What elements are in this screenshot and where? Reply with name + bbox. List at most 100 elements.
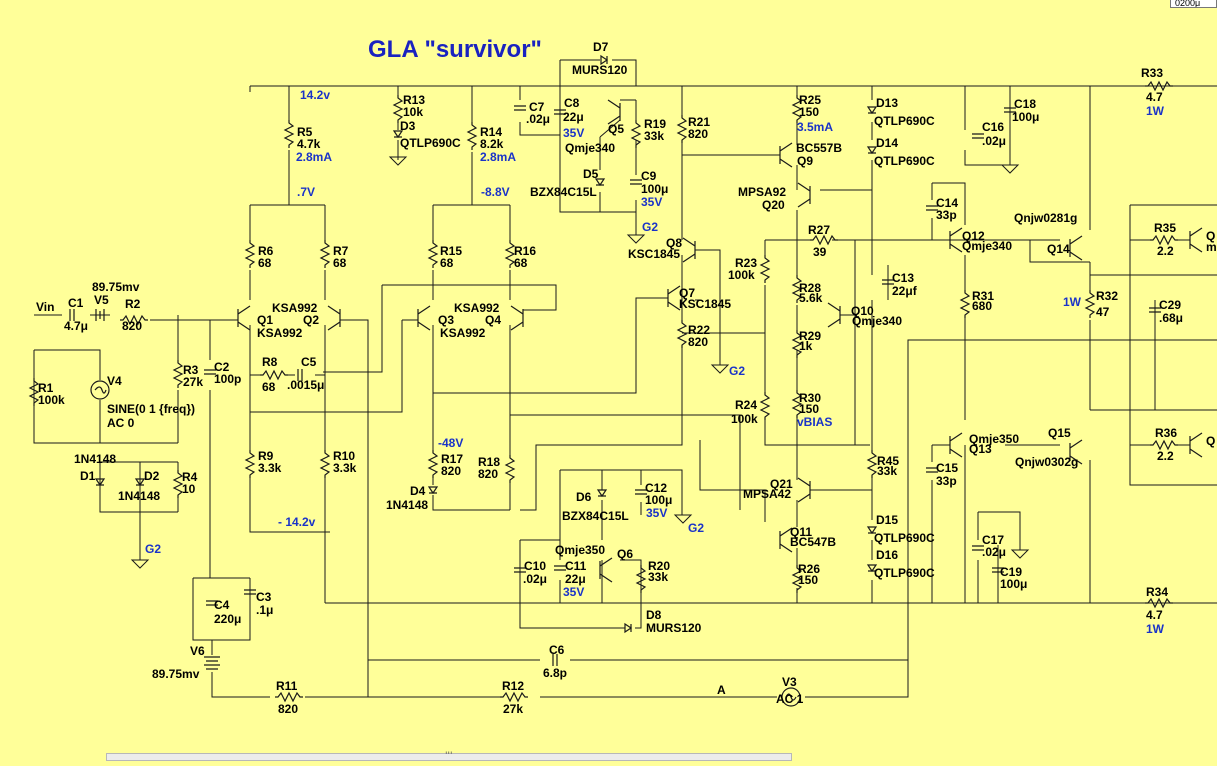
label-d7: D7	[593, 40, 609, 54]
label-c3-value: .1μ	[256, 603, 273, 617]
label-r25-current: 3.5mA	[797, 120, 833, 134]
r22-symbol	[676, 320, 688, 348]
label-c12-rating: 35V	[646, 506, 667, 520]
c1-symbol	[69, 309, 75, 321]
c9-symbol	[630, 179, 642, 185]
label-v5: V5	[94, 293, 109, 307]
d14-symbol	[866, 146, 878, 155]
label-d1-part: 1N4148	[74, 452, 116, 466]
label-r32: R32	[1096, 289, 1118, 303]
label-d14: D14	[876, 136, 898, 150]
label-q1: Q1	[257, 313, 273, 327]
label-d5-part: BZX84C15L	[530, 185, 597, 199]
label-r13-value: 10k	[403, 105, 423, 119]
horizontal-scrollbar[interactable]: '''	[106, 751, 792, 761]
q3-transistor	[417, 305, 431, 331]
label-r22-value: 820	[688, 335, 708, 349]
label-r17: R17	[441, 452, 463, 466]
label-r10: R10	[333, 449, 355, 463]
r32-symbol	[1084, 290, 1096, 318]
c17-symbol	[972, 545, 984, 551]
label-r17-value: 820	[441, 464, 461, 478]
c7-symbol	[514, 105, 526, 111]
resistor-symbols	[28, 80, 1178, 703]
label-r11: R11	[276, 679, 298, 693]
label-vin: Vin	[36, 300, 54, 314]
r21-symbol	[676, 115, 688, 143]
label-d5: D5	[583, 167, 599, 181]
label-v3-value: AC 1	[776, 692, 804, 706]
label-q2: Q2	[303, 313, 319, 327]
label-r28-value: 5.6k	[799, 291, 823, 305]
q21-transistor	[797, 477, 811, 503]
label-q7-part: KSC1845	[679, 297, 731, 311]
label-r35: R35	[1154, 221, 1176, 235]
q15-transistor	[1069, 439, 1083, 465]
label-r9-value: 3.3k	[258, 461, 282, 475]
r19-symbol	[630, 120, 642, 148]
label-q21: Q21	[770, 477, 793, 491]
label-d16: D16	[876, 548, 898, 562]
d1-symbol	[94, 478, 106, 487]
r28-symbol	[791, 275, 803, 303]
d4-symbol	[427, 486, 439, 495]
q14-transistor	[1069, 235, 1083, 261]
label-c2: C2	[214, 360, 230, 374]
label-c4-value: 220μ	[214, 612, 241, 626]
label-d4-part: 1N4148	[386, 498, 428, 512]
label-q21-part: MPSA42	[743, 487, 791, 501]
label-r45-value: 33k	[877, 464, 897, 478]
c29-symbol	[1149, 307, 1161, 313]
c2-symbol	[204, 369, 216, 375]
c11-symbol	[554, 565, 566, 571]
label-q15-part: Qnjw0302g	[1015, 455, 1078, 469]
label-q8-part: KSC1845	[628, 247, 680, 261]
label-r16-value: 68	[514, 256, 528, 270]
scrollbar-grip-icon[interactable]: '''	[445, 751, 453, 761]
label-r22: R22	[688, 323, 710, 337]
label-v4-value-2: AC 0	[107, 416, 135, 430]
d3-symbol	[392, 130, 404, 139]
label-c3: C3	[256, 590, 272, 604]
label-r2-value: 820	[122, 319, 142, 333]
label-c5: C5	[301, 355, 317, 369]
label-q11-part: BC547B	[790, 535, 836, 549]
label-d2: D2	[144, 469, 160, 483]
label-r26-value: 150	[798, 573, 818, 587]
label-q10-part: Qmje340	[852, 314, 902, 328]
label-c8-value: 22μ	[563, 110, 584, 124]
label-r14: R14	[480, 125, 502, 139]
label-r33-power: 1W	[1146, 104, 1165, 118]
label-r30-value: 150	[799, 402, 819, 416]
label-rail-positive: 14.2v	[300, 88, 330, 102]
label-q10: Q10	[851, 304, 874, 318]
label-c7-value: .02μ	[526, 112, 550, 126]
label-d15-part: QTLP690C	[874, 531, 935, 545]
q9-transistor	[779, 142, 793, 168]
label-q20-part: MPSA92	[738, 185, 786, 199]
r25-symbol	[791, 95, 803, 123]
label-r3-value: 27k	[183, 375, 203, 389]
label-d15: D15	[876, 513, 898, 527]
r7-symbol	[319, 240, 331, 268]
c5-symbol	[297, 369, 303, 381]
label-q12: Q12	[962, 229, 985, 243]
r36-symbol	[1150, 439, 1178, 451]
label-r32-power: 1W	[1063, 295, 1082, 309]
c10-symbol	[514, 567, 526, 573]
q12-transistor	[949, 227, 963, 253]
r20-symbol	[635, 565, 647, 593]
r45-symbol	[866, 450, 878, 478]
q-cut-bottom-transistor	[1189, 432, 1203, 458]
label-c2-value: 100p	[214, 372, 241, 386]
label-q8: Q8	[666, 236, 682, 250]
label-r14-current: 2.8mA	[480, 150, 516, 164]
r5-symbol	[283, 120, 295, 148]
label-c7: C7	[529, 100, 545, 114]
label-r19-value: 33k	[644, 129, 664, 143]
label-r6: R6	[258, 244, 274, 258]
r4-symbol	[172, 470, 184, 498]
label-q5-part: Qmje340	[565, 141, 615, 155]
